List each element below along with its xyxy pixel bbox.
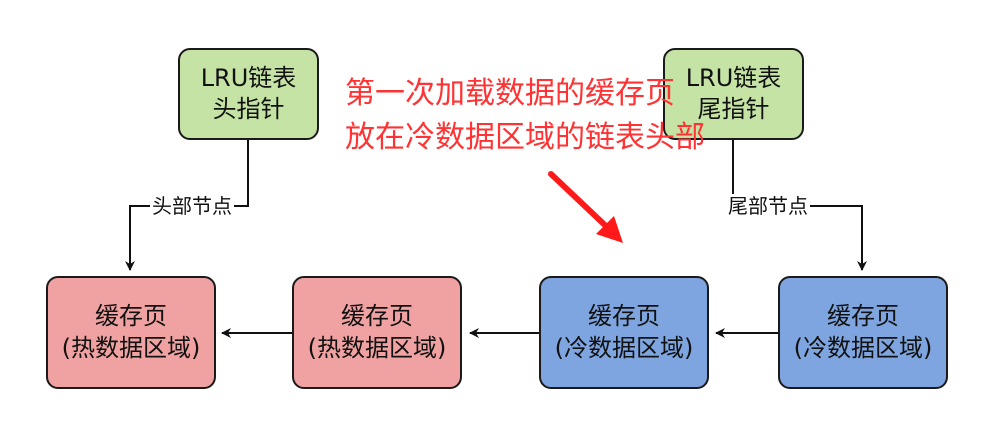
cache-page-region: (热数据区域) [307, 333, 447, 362]
head-pointer-box: LRU链表 头指针 [178, 48, 319, 140]
cache-page-title: 缓存页 [827, 302, 899, 331]
cache-page-hot-2: 缓存页 (热数据区域) [292, 276, 462, 389]
head-node-label: 头部节点 [150, 194, 234, 218]
cache-page-cold-1: 缓存页 (冷数据区域) [539, 276, 709, 389]
tail-pointer-line1: LRU链表 [685, 63, 782, 92]
cache-page-title: 缓存页 [341, 302, 413, 331]
note-line2: 放在冷数据区域的链表头部 [345, 120, 705, 155]
annotation-note: 第一次加载数据的缓存页 放在冷数据区域的链表头部 [345, 72, 705, 160]
cache-page-cold-2: 缓存页 (冷数据区域) [778, 276, 948, 389]
tail-pointer-line2: 尾指针 [697, 95, 770, 123]
head-pointer-line2: 头指针 [212, 95, 285, 123]
head-pointer-line1: LRU链表 [200, 63, 297, 92]
note-arrow [548, 171, 623, 243]
note-line1: 第一次加载数据的缓存页 [345, 76, 675, 111]
cache-page-hot-1: 缓存页 (热数据区域) [46, 276, 216, 389]
cache-page-region: (冷数据区域) [554, 333, 694, 362]
tail-node-label: 尾部节点 [726, 194, 810, 218]
cache-page-region: (热数据区域) [61, 333, 201, 362]
cache-page-title: 缓存页 [95, 302, 167, 331]
cache-page-region: (冷数据区域) [793, 333, 933, 362]
cache-page-title: 缓存页 [588, 302, 660, 331]
tail-pointer-box: LRU链表 尾指针 [663, 48, 804, 140]
